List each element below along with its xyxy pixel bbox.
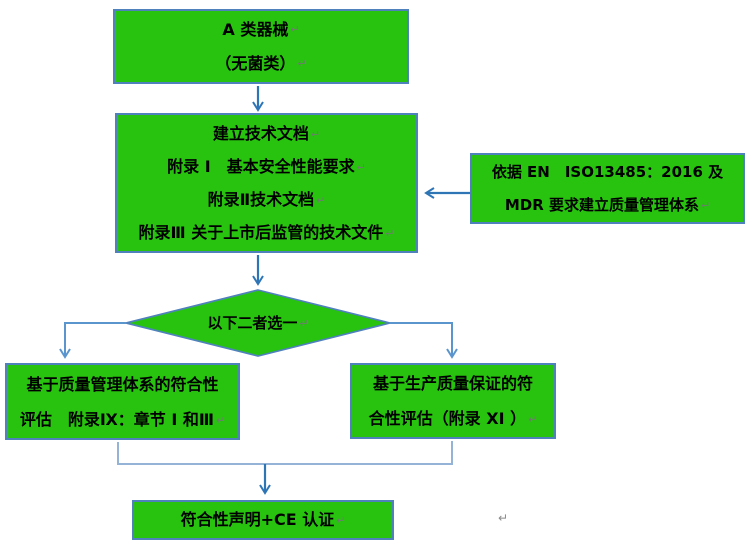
text: A 类器械 <box>222 19 289 39</box>
device-class-line-2: （无菌类）↵ <box>115 47 407 81</box>
qms-line-2: MDR 要求建立质量管理体系↵ <box>472 189 743 222</box>
declaration-line-1: 符合性声明+CE 认证↵ <box>134 503 392 537</box>
device-class-box: A 类器械↵ （无菌类）↵ <box>113 9 409 84</box>
return-mark: ↵ <box>356 161 366 174</box>
return-mark: ↵ <box>385 227 395 240</box>
text: 附录 I 基本安全性能要求 <box>167 157 355 176</box>
device-class-line-1: A 类器械↵ <box>115 13 407 47</box>
connector-diamond-to-right-box <box>390 322 458 359</box>
techdoc-line-1: 建立技术文档↵ <box>117 117 416 150</box>
qms-assessment-box: 基于质量管理体系的符合性 评估 附录Ⅸ：章节 I 和Ⅲ↵ <box>5 363 240 440</box>
paragraph-return-mark: ↵ <box>498 511 509 525</box>
connector-diamond-to-left-box <box>59 322 126 359</box>
quality-management-system-box: 依据 EN ISO13485：2016 及 MDR 要求建立质量管理体系↵ <box>470 153 745 224</box>
text: 依据 EN ISO13485：2016 及 <box>491 162 724 181</box>
return-mark: ↵ <box>310 128 321 141</box>
return-mark: ↵ <box>299 316 309 330</box>
return-mark: ↵ <box>336 513 346 527</box>
production-qa-line-2: 合性评估（附录 XI ）↵ <box>352 401 554 436</box>
qms-assessment-line-2: 评估 附录Ⅸ：章节 I 和Ⅲ↵ <box>7 402 238 437</box>
production-qa-line-1: 基于生产质量保证的符 <box>352 366 554 401</box>
text: 评估 附录Ⅸ：章节 I 和Ⅲ <box>19 409 214 429</box>
technical-documentation-box: 建立技术文档↵ 附录 I 基本安全性能要求↵ 附录Ⅱ技术文档↵ 附录Ⅲ 关于上市… <box>115 113 418 253</box>
text: 附录Ⅱ技术文档 <box>207 190 315 209</box>
decision-diamond-label: 以下二者选一↵ <box>126 312 390 334</box>
return-mark: ↵ <box>290 23 300 36</box>
text: （无菌类） <box>215 53 296 73</box>
return-mark: ↵ <box>316 194 326 207</box>
text: 附录Ⅲ 关于上市后监管的技术文件 <box>138 223 384 242</box>
qms-assessment-line-1: 基于质量管理体系的符合性 <box>7 367 238 402</box>
techdoc-line-2: 附录 I 基本安全性能要求↵ <box>117 150 416 183</box>
production-qa-assessment-box: 基于生产质量保证的符 合性评估（附录 XI ）↵ <box>350 363 556 439</box>
return-mark: ↵ <box>215 413 226 427</box>
techdoc-line-4: 附录Ⅲ 关于上市后监管的技术文件↵ <box>117 216 416 249</box>
text: 基于质量管理体系的符合性 <box>26 374 219 394</box>
text: 合性评估（附录 XI ） <box>368 409 527 428</box>
qms-line-1: 依据 EN ISO13485：2016 及 <box>472 156 743 189</box>
text: MDR 要求建立质量管理体系 <box>504 195 699 214</box>
return-mark: ↵ <box>528 413 538 426</box>
return-mark: ↵ <box>700 198 711 212</box>
text: 以下二者选一 <box>207 314 298 332</box>
text: 建立技术文档 <box>212 124 309 143</box>
text: 基于生产质量保证的符 <box>372 374 533 393</box>
techdoc-line-3: 附录Ⅱ技术文档↵ <box>117 183 416 216</box>
declaration-of-conformity-box: 符合性声明+CE 认证↵ <box>132 500 394 540</box>
return-mark: ↵ <box>297 57 307 70</box>
text: 符合性声明+CE 认证 <box>180 510 335 529</box>
